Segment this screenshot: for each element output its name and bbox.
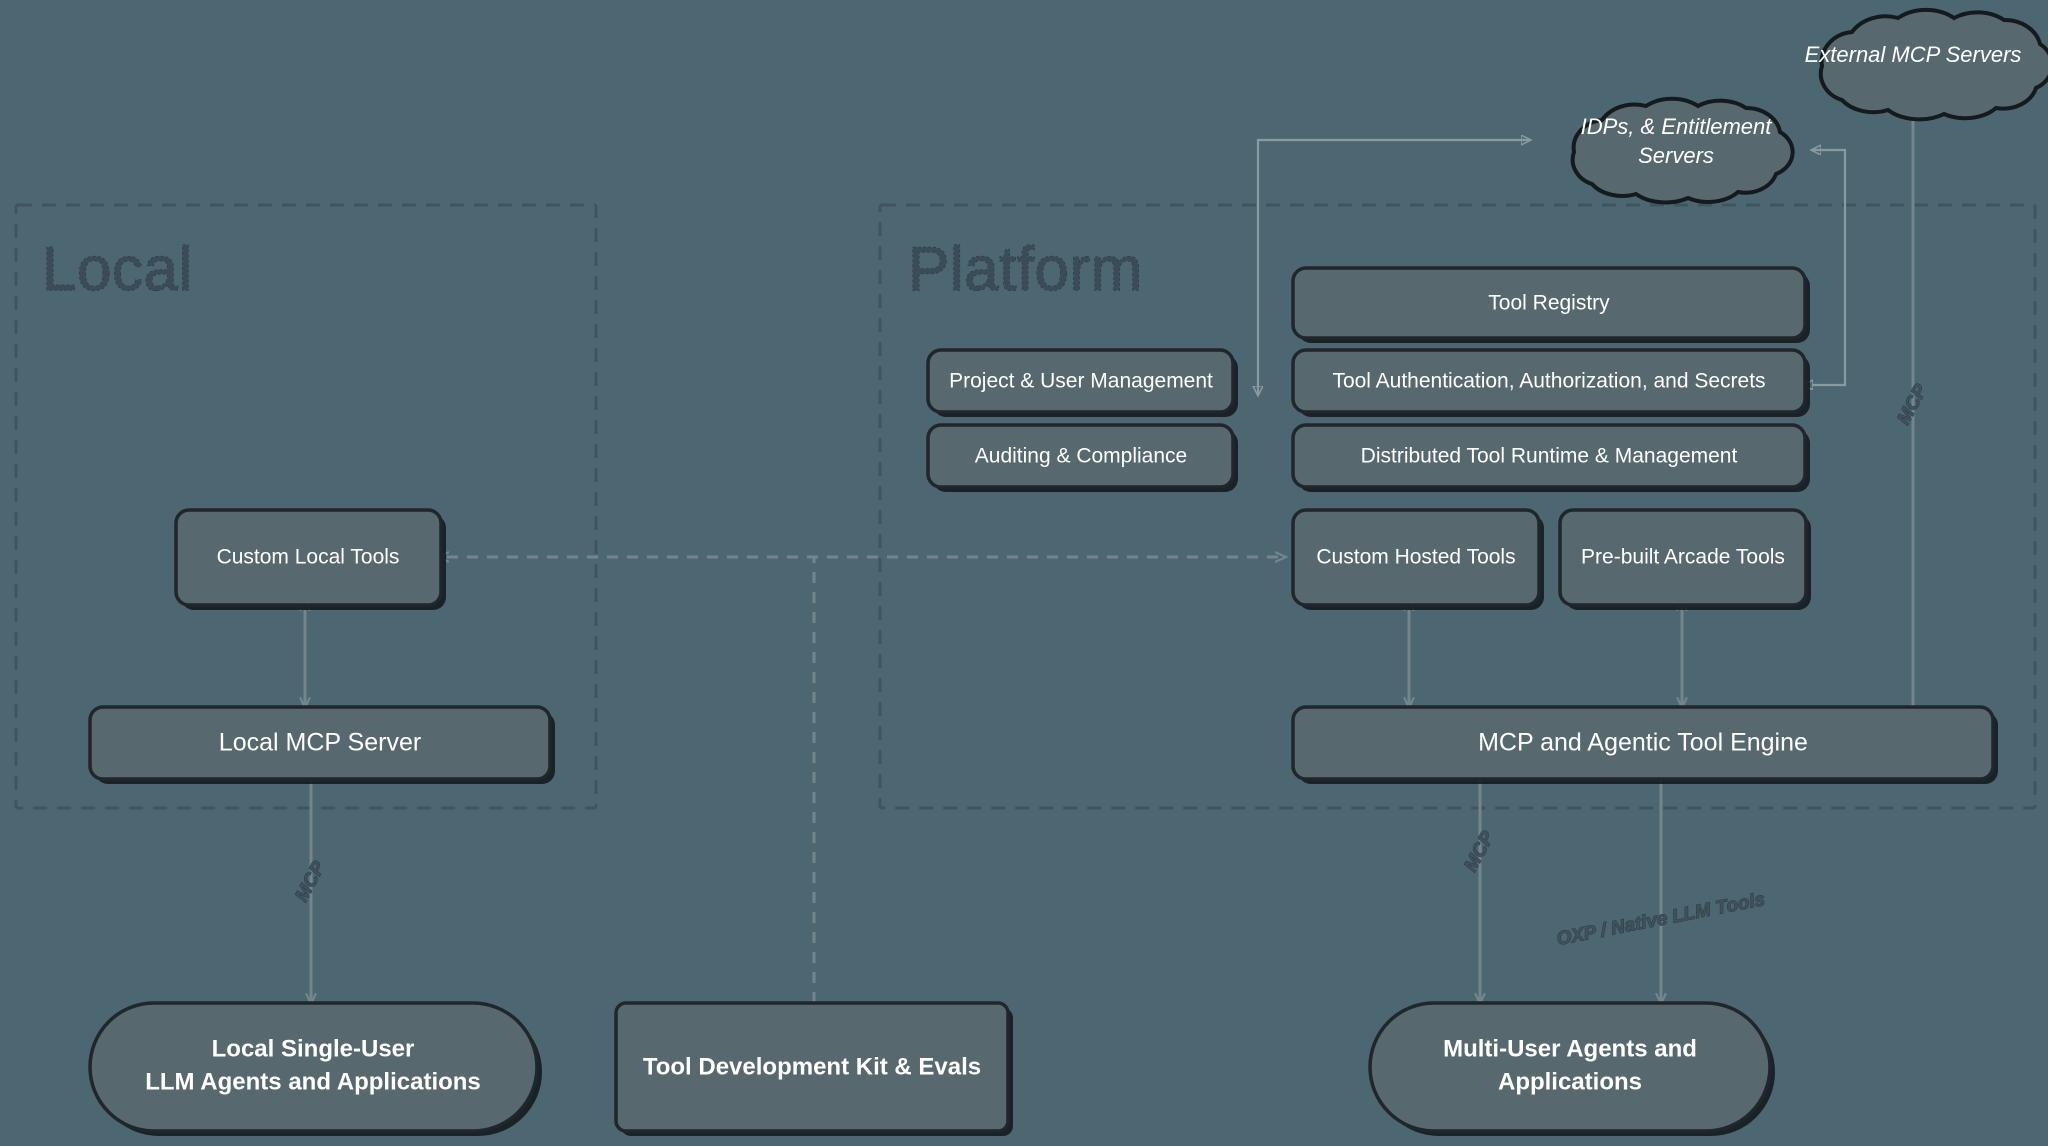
terminal-multi-user-agents[interactable]: Multi-User Agents and Applications bbox=[1368, 1001, 1775, 1136]
terminal-label-multi-user-line2: Applications bbox=[1498, 1068, 1642, 1095]
box-custom-hosted-tools[interactable]: Custom Hosted Tools bbox=[1291, 508, 1544, 610]
box-label-tool-registry: Tool Registry bbox=[1488, 292, 1610, 315]
zone-label-local: Local bbox=[42, 235, 193, 304]
connector-platform-to-idp bbox=[1256, 140, 1530, 380]
box-label-prebuilt-arcade-tools: Pre-built Arcade Tools bbox=[1581, 546, 1785, 569]
box-tool-authentication[interactable]: Tool Authentication, Authorization, and … bbox=[1291, 348, 1810, 417]
box-tool-registry[interactable]: Tool Registry bbox=[1291, 266, 1810, 343]
terminal-label-tool-dev-kit: Tool Development Kit & Evals bbox=[643, 1053, 981, 1080]
cloud-label-external-mcp-servers: External MCP Servers bbox=[1805, 42, 2022, 67]
terminal-label-local-agents-line1: Local Single-User bbox=[212, 1035, 415, 1062]
box-local-mcp-server[interactable]: Local MCP Server bbox=[88, 705, 555, 784]
box-distributed-tool-runtime[interactable]: Distributed Tool Runtime & Management bbox=[1291, 423, 1810, 492]
box-label-mcp-agentic-tool-engine: MCP and Agentic Tool Engine bbox=[1478, 729, 1808, 757]
terminal-local-single-user-agents[interactable]: Local Single-User LLM Agents and Applica… bbox=[88, 1001, 542, 1136]
box-project-user-management[interactable]: Project & User Management bbox=[926, 348, 1238, 417]
terminal-label-multi-user-line1: Multi-User Agents and bbox=[1443, 1035, 1697, 1062]
connector-toolauth-to-idp bbox=[1812, 150, 1847, 385]
cloud-idps-entitlement-servers: IDPs, & Entitlement Servers bbox=[1570, 96, 1795, 205]
box-label-project-user-management: Project & User Management bbox=[949, 370, 1213, 393]
box-mcp-agentic-tool-engine[interactable]: MCP and Agentic Tool Engine bbox=[1291, 705, 1998, 784]
edge-label-mcp-engine: MCP bbox=[1460, 828, 1499, 875]
box-label-custom-hosted-tools: Custom Hosted Tools bbox=[1316, 546, 1515, 569]
zone-label-platform: Platform bbox=[908, 235, 1143, 304]
box-label-tool-authentication: Tool Authentication, Authorization, and … bbox=[1332, 370, 1765, 393]
box-label-auditing-compliance: Auditing & Compliance bbox=[975, 445, 1187, 468]
edge-label-mcp-external: MCP bbox=[1893, 381, 1932, 428]
terminal-label-local-agents-line2: LLM Agents and Applications bbox=[145, 1068, 481, 1095]
terminal-tool-development-kit[interactable]: Tool Development Kit & Evals bbox=[614, 1001, 1013, 1136]
box-custom-local-tools[interactable]: Custom Local Tools bbox=[174, 508, 446, 610]
box-label-distributed-tool-runtime: Distributed Tool Runtime & Management bbox=[1361, 445, 1738, 468]
edge-label-mcp-local: MCP bbox=[291, 858, 330, 905]
box-auditing-compliance[interactable]: Auditing & Compliance bbox=[926, 423, 1238, 492]
cloud-label-idps-line1: IDPs, & Entitlement bbox=[1581, 114, 1773, 139]
box-label-custom-local-tools: Custom Local Tools bbox=[217, 546, 400, 569]
cloud-external-mcp-servers: External MCP Servers bbox=[1805, 7, 2048, 122]
zone-border-platform bbox=[878, 203, 2037, 810]
box-label-local-mcp-server: Local MCP Server bbox=[219, 729, 421, 757]
box-prebuilt-arcade-tools[interactable]: Pre-built Arcade Tools bbox=[1558, 508, 1811, 610]
cloud-label-idps-line2: Servers bbox=[1638, 143, 1714, 168]
